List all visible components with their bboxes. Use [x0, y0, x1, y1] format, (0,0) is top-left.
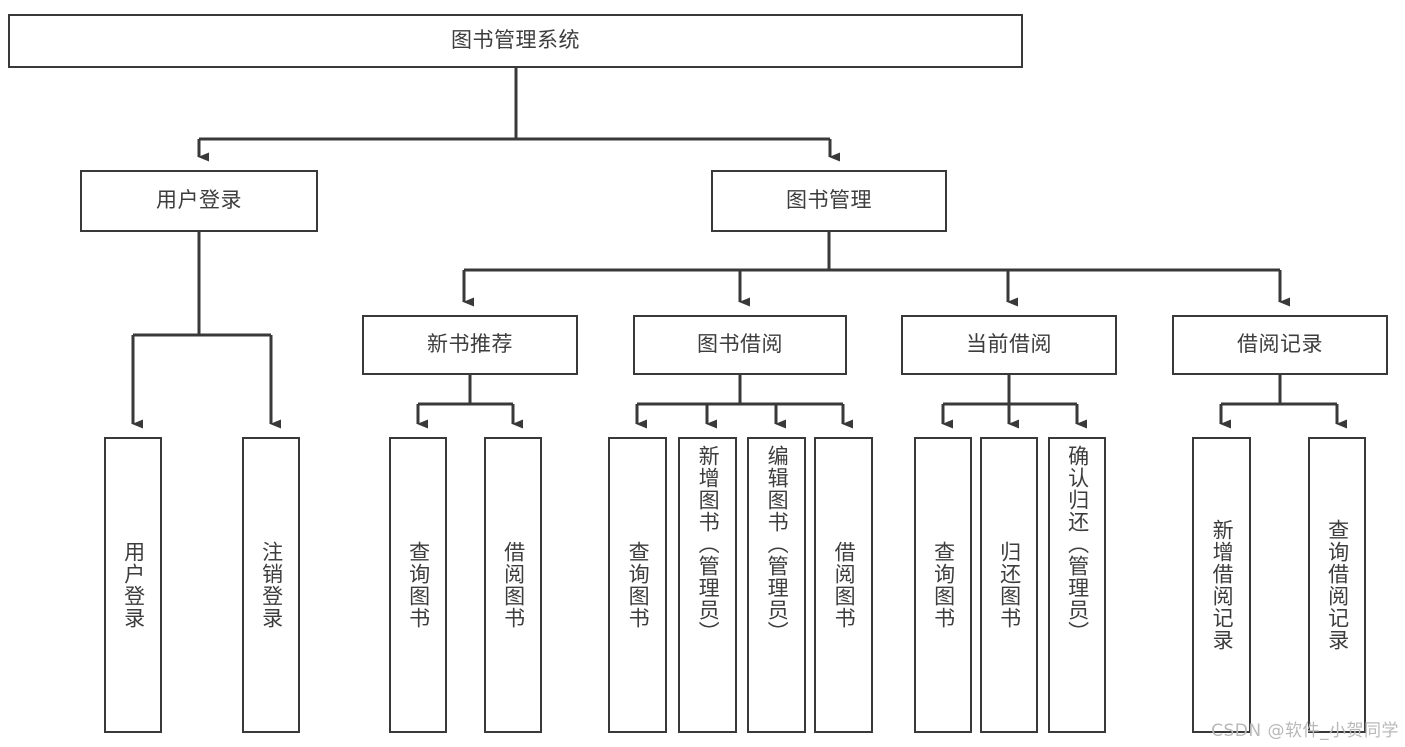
node-leaf-add-book[interactable]: 新增图书（管理员）	[678, 437, 737, 733]
node-new-book-rec[interactable]: 新书推荐	[362, 315, 578, 375]
node-borrow-record[interactable]: 借阅记录	[1172, 315, 1388, 375]
node-label: 借阅记录	[1237, 332, 1323, 357]
node-current-borrow[interactable]: 当前借阅	[901, 315, 1117, 375]
node-leaf-edit-book[interactable]: 编辑图书（管理员）	[747, 437, 806, 733]
node-label: 新书推荐	[427, 332, 513, 357]
node-label: 查询图书	[931, 541, 956, 629]
node-label: 用户登录	[121, 541, 146, 629]
node-leaf-confirm-return[interactable]: 确认归还（管理员）	[1048, 437, 1106, 733]
node-label: 借阅图书	[501, 541, 526, 629]
node-leaf-borrow-book-2[interactable]: 借阅图书	[814, 437, 873, 733]
node-label: 归还图书	[997, 541, 1022, 629]
node-book-manage[interactable]: 图书管理	[711, 170, 947, 232]
node-label: 查询借阅记录	[1325, 519, 1350, 651]
node-leaf-query-book-1[interactable]: 查询图书	[389, 437, 447, 733]
node-label: 借阅图书	[832, 541, 857, 629]
node-leaf-query-book-2[interactable]: 查询图书	[608, 437, 667, 733]
node-leaf-query-book-3[interactable]: 查询图书	[914, 437, 972, 733]
node-label: 查询图书	[406, 541, 431, 629]
node-root-system[interactable]: 图书管理系统	[8, 14, 1023, 68]
node-label: 图书管理	[786, 188, 872, 213]
node-label: 确认归还（管理员）	[1065, 445, 1090, 643]
node-label: 编辑图书（管理员）	[765, 445, 790, 643]
node-leaf-user-login[interactable]: 用户登录	[104, 437, 162, 733]
node-leaf-borrow-book-1[interactable]: 借阅图书	[484, 437, 542, 733]
node-leaf-return-book[interactable]: 归还图书	[980, 437, 1038, 733]
node-label: 注销登录	[259, 541, 284, 629]
node-leaf-logout[interactable]: 注销登录	[242, 437, 300, 733]
node-label: 图书管理系统	[451, 28, 580, 53]
node-label: 新增图书（管理员）	[696, 445, 721, 643]
watermark-text: CSDN @软件_小贺同学	[1211, 721, 1399, 741]
node-label: 新增借阅记录	[1210, 519, 1235, 651]
node-label: 用户登录	[156, 188, 242, 213]
node-user-login[interactable]: 用户登录	[80, 170, 318, 232]
node-label: 图书借阅	[697, 332, 783, 357]
node-leaf-query-record[interactable]: 查询借阅记录	[1308, 437, 1366, 733]
node-book-borrow[interactable]: 图书借阅	[633, 315, 847, 375]
node-label: 当前借阅	[966, 332, 1052, 357]
node-leaf-add-record[interactable]: 新增借阅记录	[1192, 437, 1251, 733]
node-label: 查询图书	[626, 541, 651, 629]
